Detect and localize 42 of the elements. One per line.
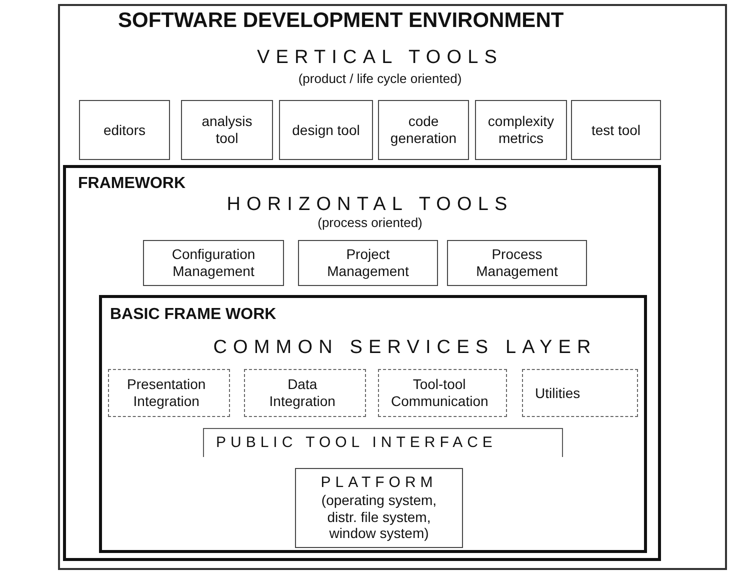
tool-box [378, 100, 469, 160]
tool-box [143, 240, 284, 286]
box-label: Utilities [535, 384, 580, 402]
environment-frame [58, 4, 727, 570]
box-label: Presentation Integration [126, 376, 207, 410]
framework-frame [63, 165, 661, 561]
box-label: test tool [591, 122, 641, 138]
box-label: design tool [292, 122, 360, 138]
frame-heading: SOFTWARE DEVELOPMENT ENVIRONMENT [118, 8, 564, 34]
tool-box [475, 100, 567, 160]
box-label: complexity metrics [486, 113, 556, 147]
layer-title: PUBLIC TOOL INTERFACE [216, 434, 497, 452]
layer-title: COMMON SERVICES LAYER [213, 336, 597, 360]
box-label: (operating system, distr. file system, window system) [320, 492, 438, 542]
service-box [378, 369, 507, 417]
tool-box [298, 240, 438, 286]
frame-heading: BASIC FRAME WORK [110, 305, 276, 325]
subtitle: (product / life cycle oriented) [298, 71, 462, 88]
subtitle: (process oriented) [318, 215, 422, 232]
layer-title: VERTICAL TOOLS [257, 46, 503, 70]
tool-box [447, 240, 587, 286]
box-label: editors [103, 122, 146, 138]
service-box [108, 369, 230, 417]
service-box [244, 369, 366, 417]
box-label: analysis tool [200, 113, 254, 147]
box-label: Configuration Management [170, 246, 256, 280]
tool-box [279, 100, 373, 160]
platform-box [295, 468, 463, 548]
box-label: Data Integration [268, 376, 336, 410]
service-box [522, 369, 638, 417]
tool-box [181, 100, 273, 160]
layer-title: HORIZONTAL TOOLS [226, 193, 514, 217]
tool-box [571, 100, 661, 160]
basic-framework-frame [99, 295, 647, 553]
box-label: Process Management [475, 246, 559, 280]
interface-bar [203, 428, 563, 457]
layer-title: PLATFORM [320, 474, 438, 492]
frame-heading: FRAMEWORK [78, 174, 186, 194]
box-label: Tool-tool Communication [391, 376, 488, 410]
box-label: code generation [389, 113, 458, 147]
tool-box [79, 100, 170, 160]
box-label: Project Management [326, 246, 410, 280]
